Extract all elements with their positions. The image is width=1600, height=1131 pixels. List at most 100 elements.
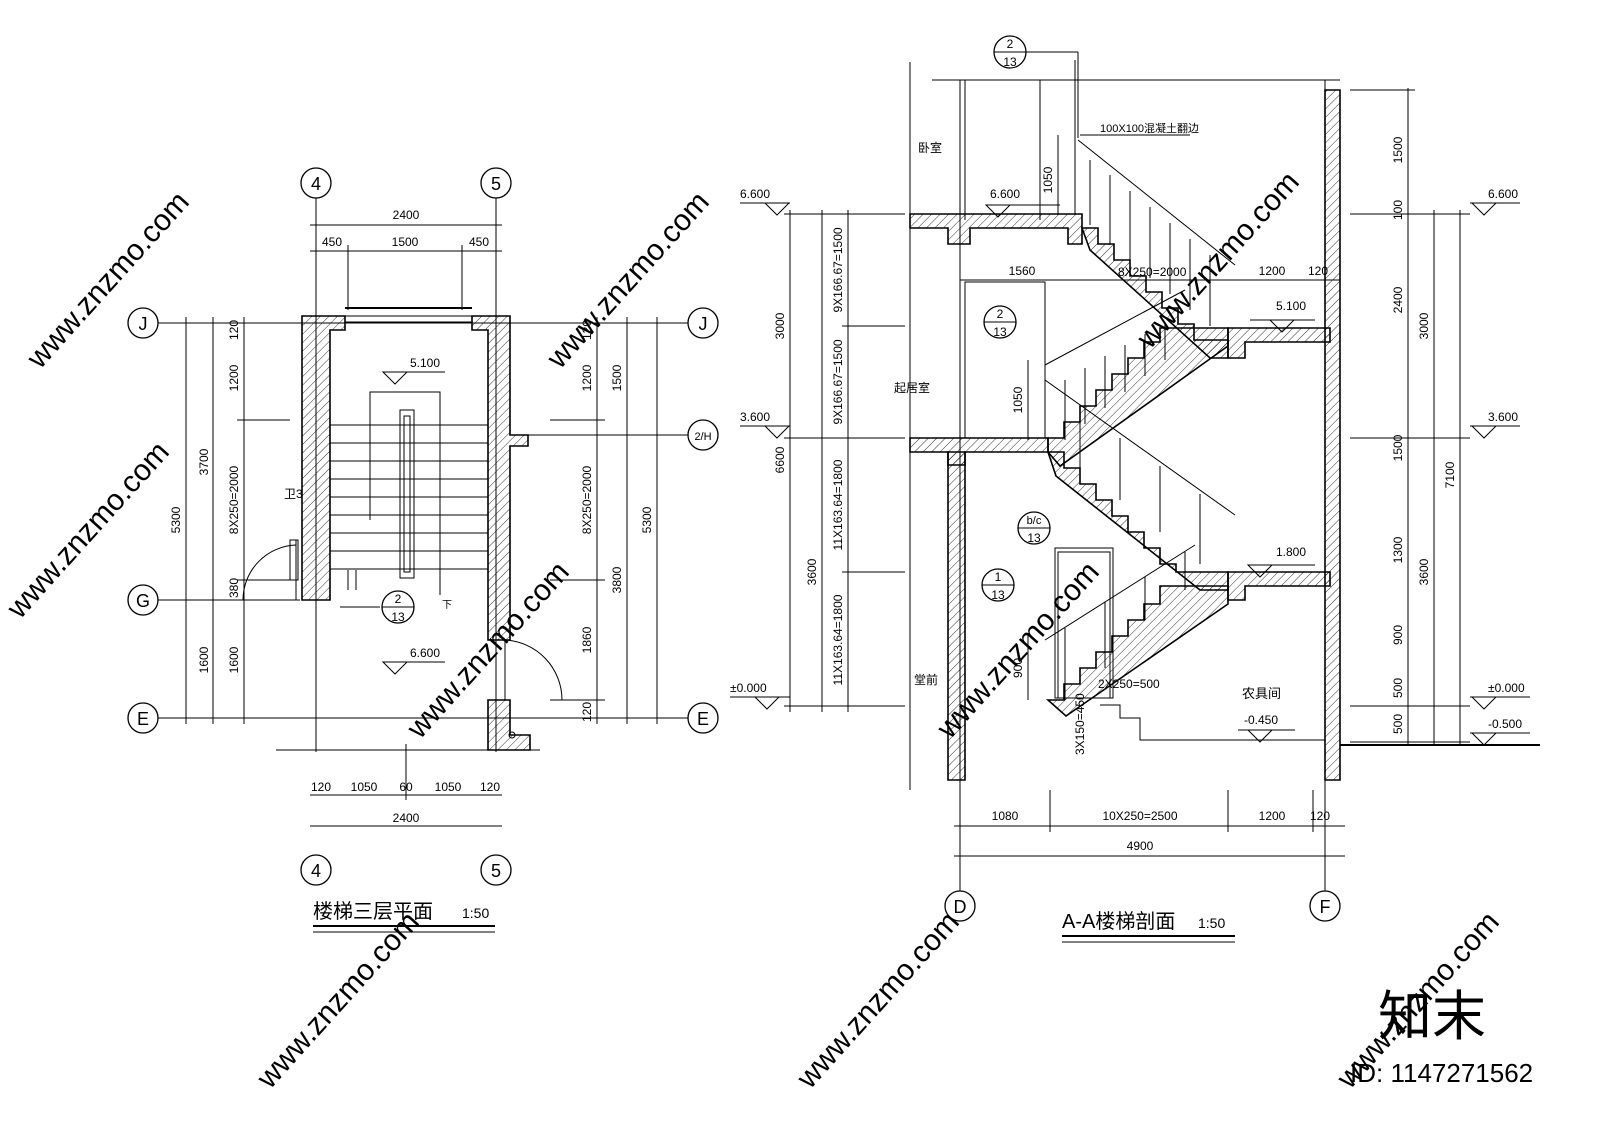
svg-text:6.600: 6.600 bbox=[1488, 187, 1518, 201]
plan-down-label: 下 bbox=[442, 600, 452, 611]
plan-title: 楼梯三层平面 bbox=[313, 900, 433, 923]
section-flight-label-2: 2X250=500 bbox=[1098, 677, 1160, 691]
svg-text:1560: 1560 bbox=[1009, 264, 1036, 278]
plan-dims-right: 120 1200 1500 8X250=2000 3800 1860 120 5… bbox=[550, 317, 658, 724]
svg-text:500: 500 bbox=[1391, 714, 1405, 734]
plan-wall-left bbox=[301, 315, 346, 601]
svg-text:1050: 1050 bbox=[1041, 166, 1055, 193]
svg-text:8X250=2000: 8X250=2000 bbox=[227, 465, 241, 534]
svg-text:±0.000: ±0.000 bbox=[1488, 681, 1525, 695]
section-room-bedroom: 卧室 bbox=[918, 140, 942, 155]
svg-text:3.600: 3.600 bbox=[1488, 410, 1518, 424]
svg-text:3.600: 3.600 bbox=[740, 410, 770, 424]
grid-4-bottom: 4 bbox=[311, 861, 321, 881]
plan-level-5100: 5.100 bbox=[410, 356, 440, 370]
svg-text:60: 60 bbox=[399, 780, 413, 794]
svg-text:8X250=2000: 8X250=2000 bbox=[580, 465, 594, 534]
section-flight-1 bbox=[1080, 227, 1229, 359]
plan-direction-line bbox=[369, 391, 441, 595]
section-dims-left: 3000 6600 3600 9X166.67=1500 9X166.67=15… bbox=[773, 210, 905, 712]
svg-text:11X163.64=1800: 11X163.64=1800 bbox=[831, 459, 845, 550]
svg-text:1080: 1080 bbox=[992, 809, 1019, 823]
brand-logo-text: 知末 bbox=[1378, 987, 1486, 1047]
svg-text:1300: 1300 bbox=[1391, 536, 1405, 563]
svg-text:5300: 5300 bbox=[640, 506, 654, 533]
svg-text:13: 13 bbox=[1003, 55, 1017, 69]
section-window-opening bbox=[964, 281, 1046, 439]
section-flight-label-3: 3X150=450 bbox=[1073, 693, 1087, 755]
svg-text:3000: 3000 bbox=[773, 312, 787, 339]
grid-5-bottom: 5 bbox=[491, 861, 501, 881]
svg-text:7100: 7100 bbox=[1443, 461, 1457, 488]
svg-text:120: 120 bbox=[1310, 809, 1330, 823]
grid-D: D bbox=[954, 897, 967, 917]
svg-text:900: 900 bbox=[1391, 625, 1405, 645]
grid-F: F bbox=[1320, 897, 1331, 917]
svg-text:1200: 1200 bbox=[1259, 809, 1286, 823]
svg-text:1050: 1050 bbox=[1011, 386, 1025, 413]
section-level-5100: 5.100 bbox=[1276, 299, 1306, 313]
grid-E-left: E bbox=[137, 709, 149, 729]
watermark-text: www.znzmo.com bbox=[20, 185, 196, 375]
svg-text:2: 2 bbox=[1007, 37, 1014, 51]
section-flight-3 bbox=[1046, 451, 1229, 591]
plan-level-6600: 6.600 bbox=[410, 646, 440, 660]
svg-text:1050: 1050 bbox=[351, 780, 378, 794]
section-flight-4 bbox=[1045, 585, 1229, 718]
section-room-hall: 堂前 bbox=[914, 672, 938, 687]
svg-text:2: 2 bbox=[997, 307, 1004, 321]
plan-grid-bubbles: 4 5 4 5 J G E J 2/H E bbox=[127, 167, 719, 886]
svg-text:1050: 1050 bbox=[435, 780, 462, 794]
watermark-text: www.znzmo.com bbox=[790, 905, 966, 1095]
svg-text:9X166.67=1500: 9X166.67=1500 bbox=[831, 339, 845, 424]
svg-text:-0.500: -0.500 bbox=[1488, 717, 1522, 731]
section-levels-right: 6.600 3.600 ±0.000 -0.500 bbox=[1470, 187, 1530, 746]
svg-text:1200: 1200 bbox=[227, 364, 241, 391]
svg-text:10X250=2500: 10X250=2500 bbox=[1102, 809, 1177, 823]
section-dims-bottom: 1080 10X250=2500 1200 120 4900 bbox=[954, 790, 1345, 857]
svg-text:120: 120 bbox=[227, 320, 241, 340]
plan-wall-bottom-right bbox=[487, 699, 531, 751]
svg-text:6600: 6600 bbox=[773, 446, 787, 473]
image-id-text: ID: 1147271562 bbox=[1350, 1058, 1533, 1088]
plan-dims-bottom: 120 1050 60 1050 120 2400 bbox=[276, 744, 540, 827]
svg-text:3800: 3800 bbox=[610, 566, 624, 593]
svg-text:1500: 1500 bbox=[392, 235, 419, 249]
plan-wall-right bbox=[471, 315, 529, 641]
svg-text:3600: 3600 bbox=[805, 558, 819, 585]
svg-text:120: 120 bbox=[580, 702, 594, 722]
section-level-minus0450: -0.450 bbox=[1244, 713, 1278, 727]
grid-2H-right: 2/H bbox=[694, 431, 711, 443]
section-title-block: A-A楼梯剖面 1:50 bbox=[1062, 910, 1235, 943]
svg-text:3700: 3700 bbox=[197, 448, 211, 475]
plan-handrail bbox=[403, 415, 411, 573]
plan-dims-top: 2400 450 1500 450 bbox=[310, 208, 502, 310]
stair-section: 5.100 1.800 6.600 -0.450 卧室 起居室 堂前 农具间 1… bbox=[730, 35, 1540, 943]
plan-door-swing-right bbox=[504, 639, 563, 701]
section-scale: 1:50 bbox=[1198, 915, 1225, 931]
svg-text:1200: 1200 bbox=[580, 364, 594, 391]
svg-text:900: 900 bbox=[1011, 658, 1025, 678]
svg-text:500: 500 bbox=[1391, 678, 1405, 698]
plan-door-swing-left bbox=[242, 544, 297, 601]
plan-stair-treads bbox=[330, 424, 488, 570]
section-level-6600-inner: 6.600 bbox=[990, 187, 1020, 201]
section-landing-5100 bbox=[1227, 327, 1331, 359]
svg-text:13: 13 bbox=[993, 325, 1007, 339]
svg-text:±0.000: ±0.000 bbox=[730, 681, 767, 695]
section-lower-steps bbox=[1100, 704, 1325, 741]
plan-room-label: 卫3 bbox=[284, 487, 303, 501]
plan-dims-left: 5300 3700 1600 120 1200 8X250=2000 380 1… bbox=[169, 317, 290, 724]
section-room-living: 起居室 bbox=[894, 380, 930, 395]
svg-text:13: 13 bbox=[991, 588, 1005, 602]
svg-text:450: 450 bbox=[322, 235, 342, 249]
section-landing-1800 bbox=[1227, 571, 1331, 601]
section-level-1800: 1.800 bbox=[1276, 545, 1306, 559]
svg-text:4900: 4900 bbox=[1127, 839, 1154, 853]
stair-plan: 5.100 6.600 卫3 下 2 13 2400 450 1500 450 bbox=[127, 167, 719, 933]
section-levels-left: 6.600 3.600 ±0.000 bbox=[730, 187, 791, 710]
svg-text:2400: 2400 bbox=[393, 811, 420, 825]
section-slab-3600 bbox=[909, 437, 1049, 466]
svg-text:2400: 2400 bbox=[1391, 286, 1405, 313]
